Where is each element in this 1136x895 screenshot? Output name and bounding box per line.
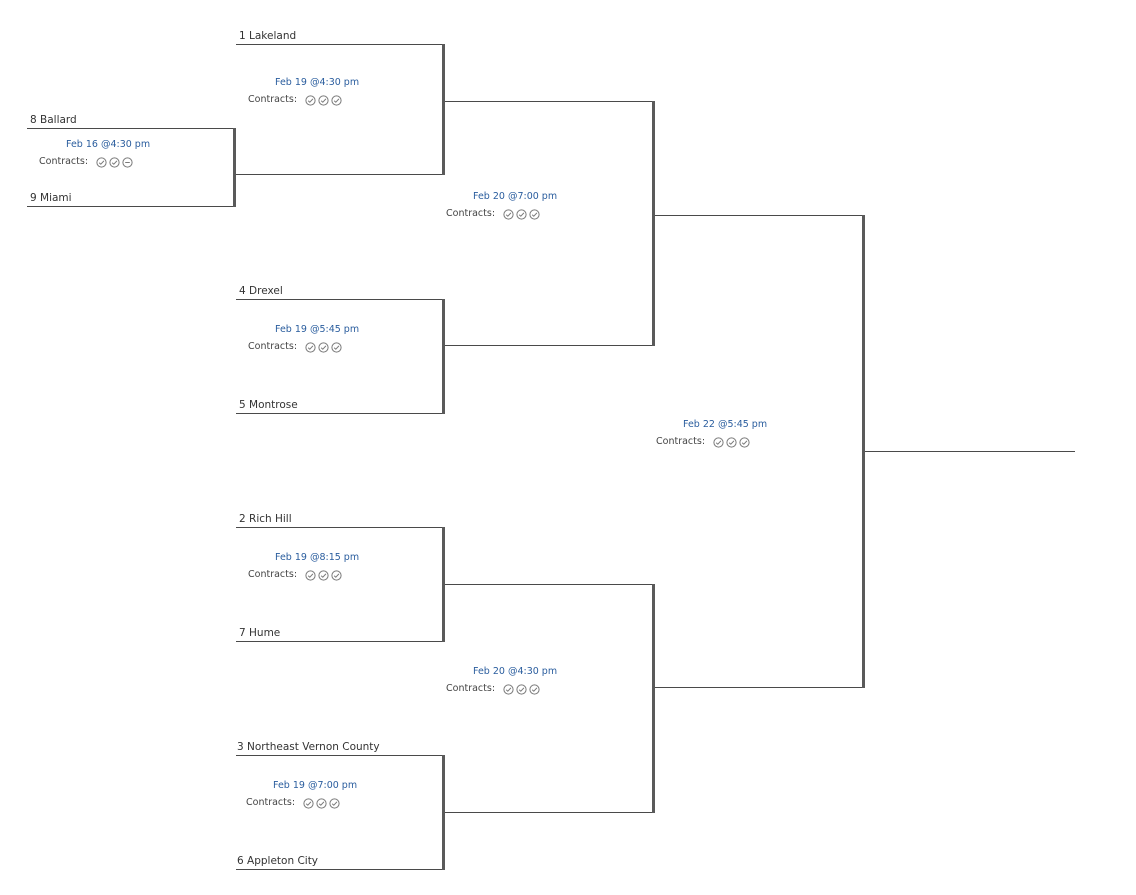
bracket-line — [236, 174, 444, 175]
bracket-line — [236, 755, 444, 756]
dash-circle-icon — [122, 156, 133, 168]
game-date-link[interactable]: Feb 22 @5:45 pm — [683, 419, 768, 430]
team-montrose: 5 Montrose — [239, 399, 298, 411]
bracket-line — [236, 413, 444, 414]
bracket-line — [442, 299, 445, 414]
contracts-label: Contracts: — [39, 156, 89, 167]
bracket-line — [445, 101, 654, 102]
bracket-line — [652, 101, 655, 346]
bracket-line — [445, 584, 654, 585]
bracket-line — [236, 641, 444, 642]
check-circle-icon — [739, 436, 750, 448]
check-circle-icon — [529, 683, 540, 695]
contracts-label: Contracts: — [656, 436, 706, 447]
bracket-line — [442, 527, 445, 642]
check-circle-icon — [316, 797, 327, 809]
game-date-link[interactable]: Feb 16 @4:30 pm — [66, 139, 151, 150]
game-date-link[interactable]: Feb 19 @4:30 pm — [275, 77, 360, 88]
check-circle-icon — [516, 683, 527, 695]
bracket-line — [236, 527, 444, 528]
contracts-status: Contracts: — [248, 569, 344, 581]
bracket-line — [27, 206, 235, 207]
bracket-line — [442, 755, 445, 870]
contracts-label: Contracts: — [248, 569, 298, 580]
bracket-line — [445, 345, 654, 346]
contracts-label: Contracts: — [246, 797, 296, 808]
check-circle-icon — [331, 569, 342, 581]
check-circle-icon — [305, 94, 316, 106]
bracket-line — [862, 215, 865, 688]
contracts-status: Contracts: — [656, 436, 752, 448]
team-rich-hill: 2 Rich Hill — [239, 513, 292, 525]
check-circle-icon — [726, 436, 737, 448]
contracts-status: Contracts: — [446, 683, 542, 695]
team-drexel: 4 Drexel — [239, 285, 283, 297]
contracts-status: Contracts: — [39, 156, 135, 168]
contracts-status: Contracts: — [248, 94, 344, 106]
bracket-line — [442, 44, 445, 175]
check-circle-icon — [96, 156, 107, 168]
contracts-status: Contracts: — [246, 797, 342, 809]
team-miami: 9 Miami — [30, 192, 72, 204]
check-circle-icon — [713, 436, 724, 448]
check-circle-icon — [318, 341, 329, 353]
bracket-line — [233, 128, 236, 207]
bracket-line — [652, 584, 655, 813]
bracket-line — [655, 687, 864, 688]
bracket-line — [236, 44, 444, 45]
contracts-label: Contracts: — [446, 683, 496, 694]
bracket-line — [236, 869, 444, 870]
team-northeast-vernon-county: 3 Northeast Vernon County — [237, 741, 380, 753]
game-date-link[interactable]: Feb 20 @4:30 pm — [473, 666, 558, 677]
check-circle-icon — [516, 208, 527, 220]
check-circle-icon — [529, 208, 540, 220]
contracts-label: Contracts: — [248, 94, 298, 105]
check-circle-icon — [318, 569, 329, 581]
contracts-status: Contracts: — [446, 208, 542, 220]
bracket-line — [236, 299, 444, 300]
team-hume: 7 Hume — [239, 627, 281, 639]
bracket-line — [445, 812, 654, 813]
champion-line — [865, 451, 1075, 452]
check-circle-icon — [329, 797, 340, 809]
check-circle-icon — [305, 569, 316, 581]
check-circle-icon — [109, 156, 120, 168]
team-appleton-city: 6 Appleton City — [237, 855, 319, 867]
game-date-link[interactable]: Feb 19 @5:45 pm — [275, 324, 360, 335]
check-circle-icon — [318, 94, 329, 106]
check-circle-icon — [503, 683, 514, 695]
contracts-status: Contracts: — [248, 341, 344, 353]
check-circle-icon — [503, 208, 514, 220]
check-circle-icon — [303, 797, 314, 809]
check-circle-icon — [331, 94, 342, 106]
bracket-line — [27, 128, 235, 129]
game-date-link[interactable]: Feb 19 @8:15 pm — [275, 552, 360, 563]
contracts-label: Contracts: — [446, 208, 496, 219]
game-date-link[interactable]: Feb 19 @7:00 pm — [273, 780, 358, 791]
check-circle-icon — [331, 341, 342, 353]
team-lakeland: 1 Lakeland — [239, 30, 297, 42]
team-ballard: 8 Ballard — [30, 114, 77, 126]
game-date-link[interactable]: Feb 20 @7:00 pm — [473, 191, 558, 202]
contracts-label: Contracts: — [248, 341, 298, 352]
bracket-line — [655, 215, 864, 216]
check-circle-icon — [305, 341, 316, 353]
